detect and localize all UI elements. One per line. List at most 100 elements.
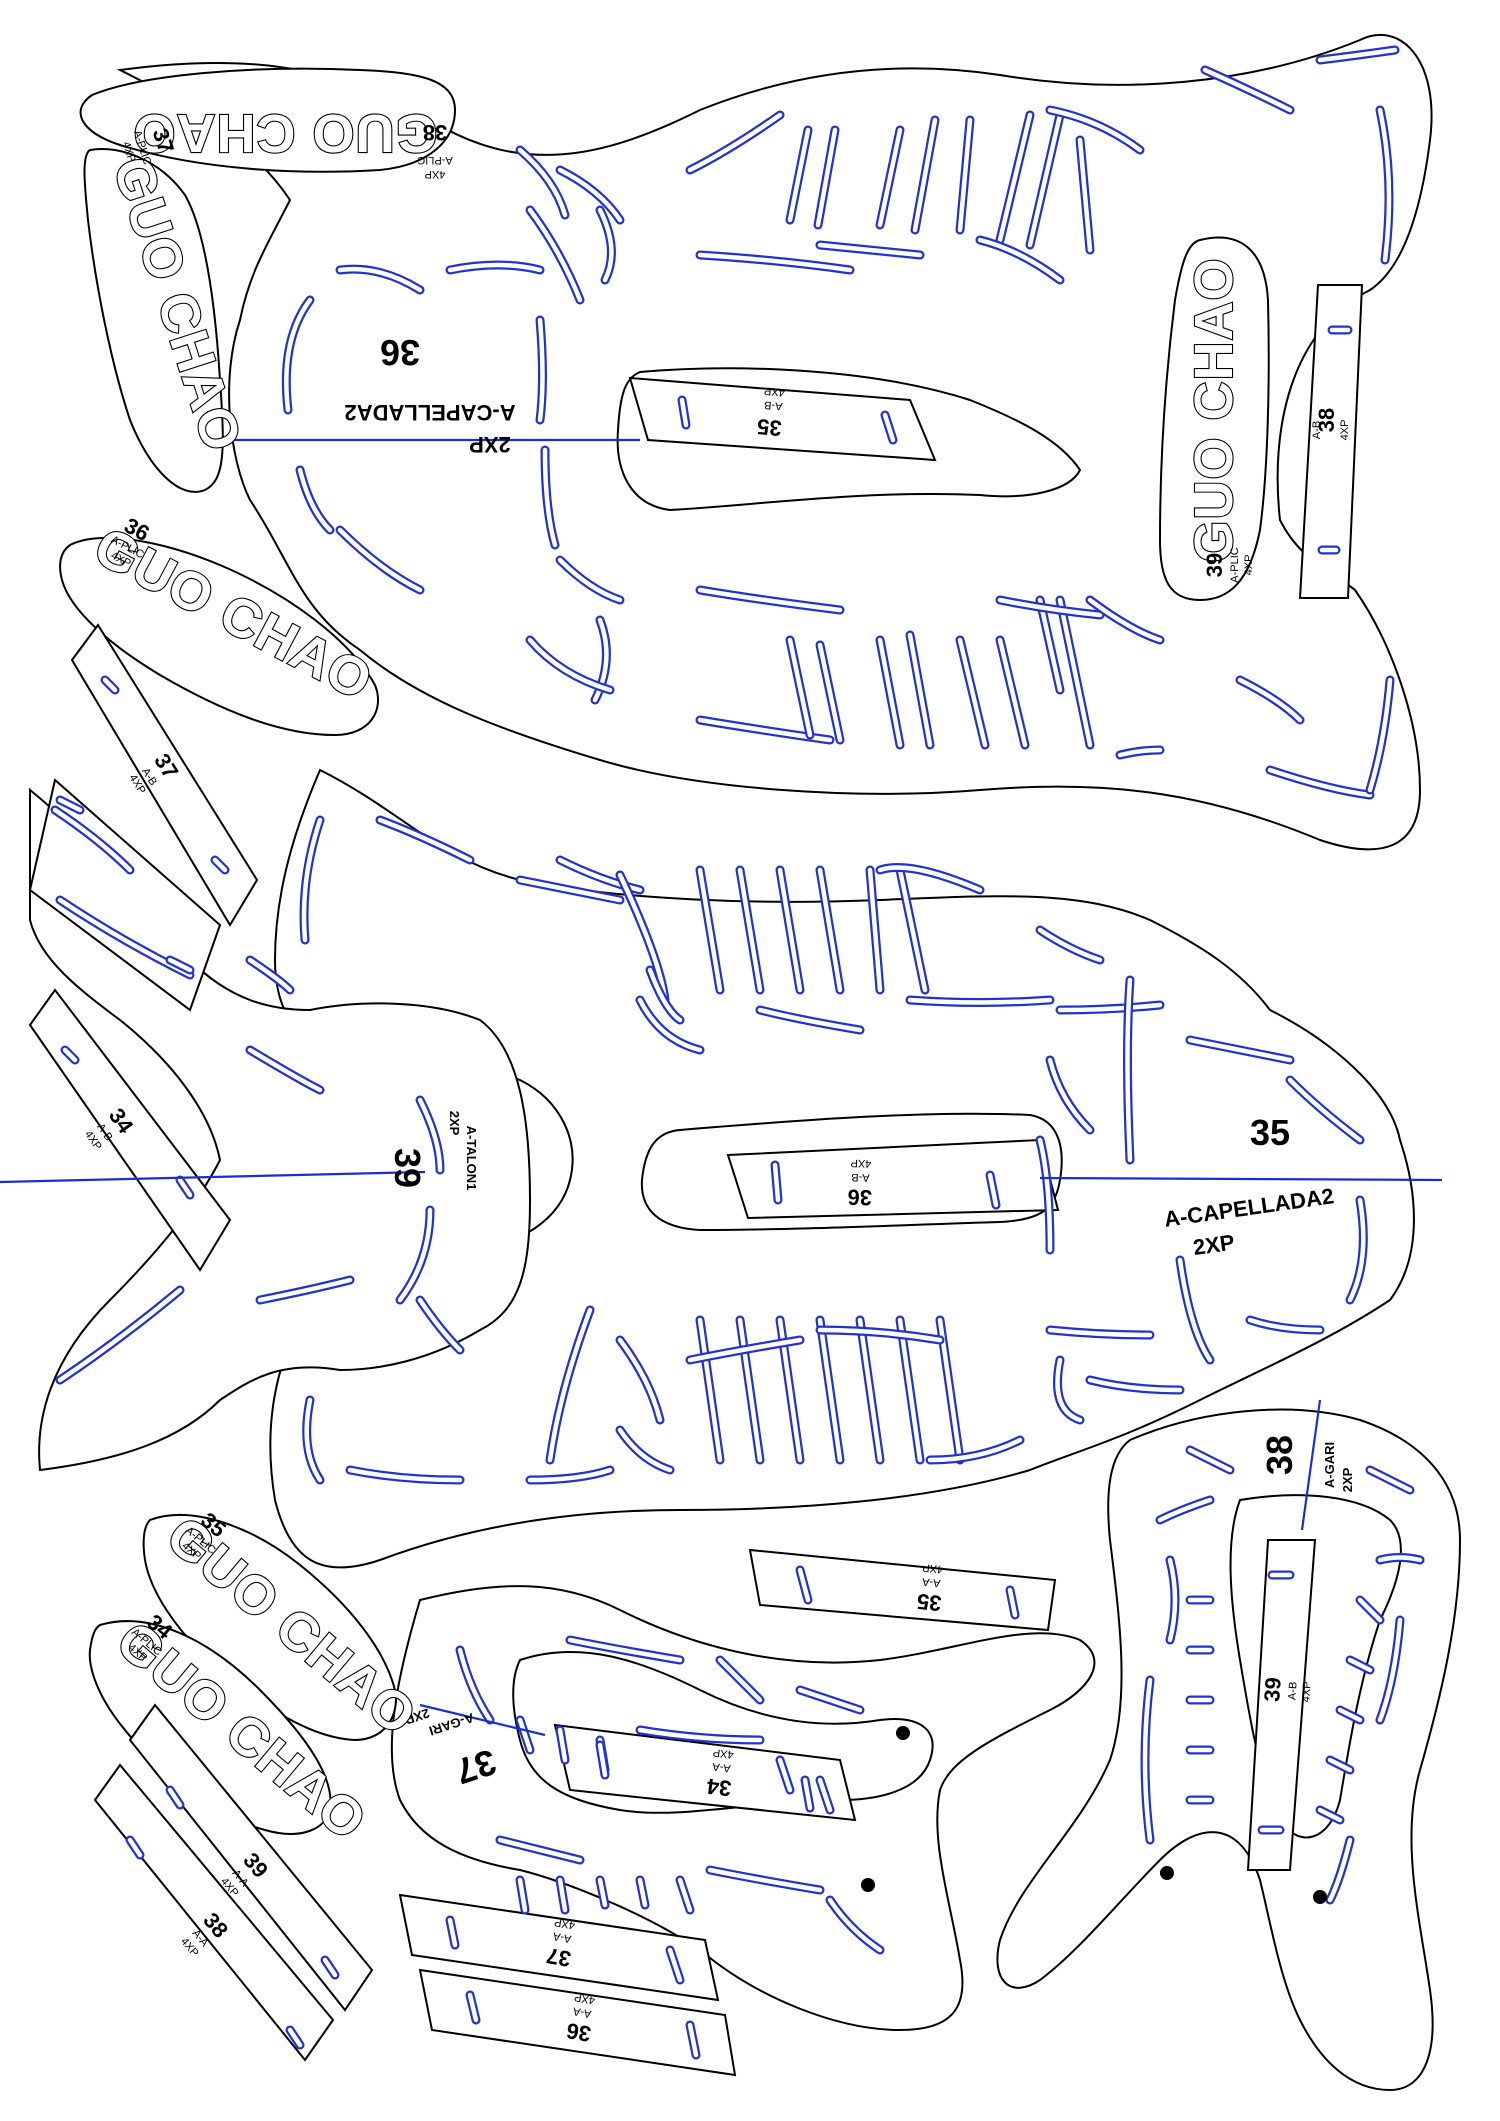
slot-mark-inner [1125,977,1133,1163]
marker-dot [1160,1866,1174,1880]
slot-mark-inner [1347,1197,1366,1303]
slot-mark-inner [257,1277,353,1303]
piece-size: 37 [544,1943,572,1972]
piece-qty: 4XP [712,1746,734,1760]
plic-piece-37[interactable] [83,148,224,493]
slot-mark-inner [937,1317,963,1463]
strip-a34[interactable] [553,1723,857,1822]
slot-mark-inner [1327,1757,1353,1773]
marker-dots [861,1726,1327,1904]
slot-mark-inner [617,1337,663,1423]
slot-mark-inner [1047,1057,1093,1133]
slot-mark-inner [447,262,543,273]
slot-mark-inner [597,1877,608,1908]
slot-mark-inner [777,1757,793,1793]
slot-mark-inner [517,1717,533,1753]
strip-b37[interactable] [70,623,259,927]
slot-mark-inner [557,1877,568,1913]
strip-a36[interactable] [418,1968,737,2077]
strip-b39[interactable] [1246,1539,1317,1871]
slot-mark-inner [977,237,1063,283]
slot-mark-inner [679,397,689,428]
slot-mark-inner [527,207,583,303]
slot-mark-inner [1327,1837,1353,1903]
slot-mark-inner [397,1207,433,1303]
piece-size: 34 [705,1773,733,1801]
slot-mark-inner [567,1637,683,1663]
slot-mark-inner [907,997,1053,1005]
plic-piece-38[interactable] [79,67,457,173]
piece-name: A-B [1311,421,1323,439]
plic-piece-39[interactable] [1158,236,1270,602]
piece-name: A-PLIC [1229,547,1241,583]
slot-mark-inner [527,1467,613,1483]
piece-qty: 4XP [850,1157,871,1170]
strip-b35[interactable] [628,376,937,462]
slot-mark-inner [897,867,928,993]
slot-mark-inner [637,997,703,1053]
slot-mark-inner [817,867,843,993]
slot-mark-inner [347,1467,463,1483]
plic-piece-35[interactable] [142,1514,397,1742]
slot-mark-inner [1247,1317,1323,1333]
slot-mark-inner [737,867,763,993]
strip-a35[interactable] [748,1548,1057,1632]
slot-mark-inner [1347,1657,1373,1673]
strip-a-long[interactable] [28,778,222,1012]
strip-b34[interactable] [28,988,232,1272]
strip-label-b38: 38 A-B 4XP [1311,408,1351,441]
slot-mark-inner [677,1877,693,1913]
strip-a39[interactable] [128,1703,374,2012]
slot-mark-inner [167,957,193,973]
strip-b36[interactable] [726,1138,1060,1220]
piece-size: 39 [387,1148,428,1188]
slot-mark-inner [697,587,843,613]
slot-mark-inner [1367,1467,1413,1493]
piece-name: A-A [921,1575,941,1589]
slot-mark-inner [717,1657,763,1703]
slot-mark-inner [537,317,545,423]
strip-label-b36: 36 A-B 4XP [847,1157,872,1211]
slot-mark-inner [1317,47,1398,63]
slot-mark-inner [62,1047,78,1063]
gari-piece-38[interactable] [996,1408,1462,2092]
slot-mark-inner [1047,1327,1153,1338]
slot-mark-inner [597,1742,608,1778]
slot-mark-inner [877,865,983,893]
piece-qty: 4XP [573,1991,596,2006]
slot-mark-inner [687,1337,803,1363]
slot-mark-inner [1202,67,1293,113]
slot-mark-inner [1287,1077,1363,1143]
plic-piece-36[interactable] [59,536,380,737]
capellada-label-36: A-CAPELLADA2 2XP 36 [344,332,515,457]
slot-mark-inner [247,957,293,993]
strip-a37[interactable] [398,1893,720,2002]
slot-mark-inner [997,637,1028,748]
slot-mark-inner [637,1877,648,1908]
piece-name: A-A [572,2005,593,2020]
slot-mark-inner [377,817,473,863]
plic-piece-34[interactable] [88,1620,332,1835]
slot-mark-inner [957,637,988,748]
slot-mark-inner [1187,1447,1233,1473]
slot-mark-inner [102,677,118,693]
strip-label-b39: 39 A-B 4XP [1259,1676,1313,1703]
talon-label-39: 39 A-TALON1 2XP [387,1111,479,1191]
slot-mark-inner [907,632,933,748]
piece-name: A-GARI [1322,1442,1337,1488]
guide-lines [0,438,1443,1737]
guide-line-gari-left [419,1703,546,1737]
slot-mark-inner [297,467,333,533]
strip-label-a35: 35 A-A 4XP [916,1561,944,1616]
strip-b38[interactable] [1298,284,1364,599]
slot-mark-inner [1177,1257,1213,1363]
piece-name: A-B [1286,1681,1299,1700]
slot-mark-inner [617,1427,673,1473]
slot-mark-inner [1037,927,1103,963]
slot-mark-inner [1317,1807,1343,1823]
slot-mark-inner [815,127,838,228]
strip-a38[interactable] [93,1763,335,2062]
piece-qty: 2XP [469,432,511,457]
piece-qty: 4XP [1300,1681,1313,1703]
slot-mark-inner [797,1687,863,1713]
